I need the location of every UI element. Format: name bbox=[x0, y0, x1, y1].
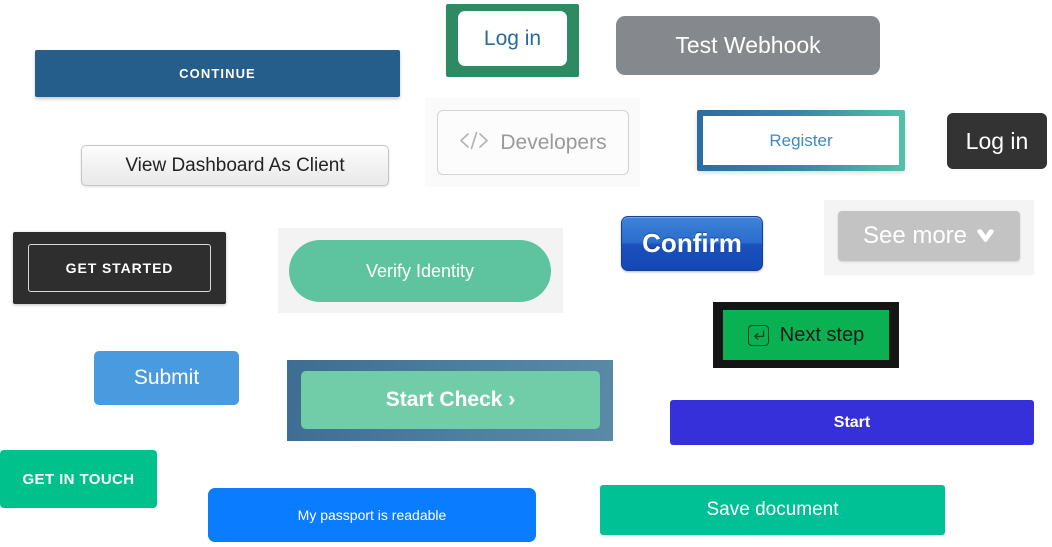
get-started-button-label: GET STARTED bbox=[65, 260, 174, 276]
get-started-button[interactable]: GET STARTED bbox=[13, 232, 226, 304]
start-button-label: Start bbox=[833, 413, 871, 431]
get-in-touch-button[interactable]: GET IN TOUCH bbox=[0, 450, 157, 508]
login-dark-button[interactable]: Log in bbox=[947, 113, 1047, 169]
developers-button-label: Developers bbox=[500, 130, 607, 154]
register-button[interactable]: Register bbox=[703, 116, 899, 165]
view-dashboard-as-client-button-label: View Dashboard As Client bbox=[125, 154, 345, 176]
continue-button-label: CONTINUE bbox=[179, 66, 256, 81]
code-icon bbox=[459, 131, 489, 155]
chevron-down-icon bbox=[976, 228, 995, 246]
continue-button[interactable]: CONTINUE bbox=[35, 50, 400, 97]
confirm-button[interactable]: Confirm bbox=[621, 216, 763, 271]
save-document-button-label: Save document bbox=[706, 499, 839, 520]
confirm-button-label: Confirm bbox=[642, 228, 742, 258]
developers-button[interactable]: Developers bbox=[437, 110, 629, 175]
verify-identity-button[interactable]: Verify Identity bbox=[289, 240, 551, 302]
login-framed-button-label: Log in bbox=[483, 26, 542, 50]
next-step-button-label: Next step bbox=[779, 323, 865, 346]
login-framed-button[interactable]: Log in bbox=[458, 11, 567, 66]
get-in-touch-button-label: GET IN TOUCH bbox=[22, 470, 135, 488]
test-webhook-button[interactable]: Test Webhook bbox=[616, 16, 880, 75]
view-dashboard-as-client-button[interactable]: View Dashboard As Client bbox=[81, 145, 389, 186]
submit-button[interactable]: Submit bbox=[94, 351, 239, 405]
enter-key-icon bbox=[747, 324, 769, 346]
see-more-button-label: See more bbox=[862, 222, 968, 249]
my-passport-is-readable-button-label: My passport is readable bbox=[297, 507, 447, 523]
submit-button-label: Submit bbox=[133, 366, 200, 389]
save-document-button[interactable]: Save document bbox=[600, 485, 945, 535]
start-check-button-label: Start Check › bbox=[385, 388, 516, 411]
see-more-button[interactable]: See more bbox=[838, 211, 1020, 261]
start-button[interactable]: Start bbox=[670, 400, 1034, 445]
login-dark-button-label: Log in bbox=[965, 127, 1029, 154]
register-button-label: Register bbox=[769, 130, 833, 150]
test-webhook-button-label: Test Webhook bbox=[675, 32, 821, 58]
verify-identity-button-label: Verify Identity bbox=[365, 260, 475, 281]
start-check-button[interactable]: Start Check › bbox=[301, 371, 600, 429]
my-passport-is-readable-button[interactable]: My passport is readable bbox=[208, 488, 536, 542]
next-step-button[interactable]: Next step bbox=[723, 310, 889, 360]
